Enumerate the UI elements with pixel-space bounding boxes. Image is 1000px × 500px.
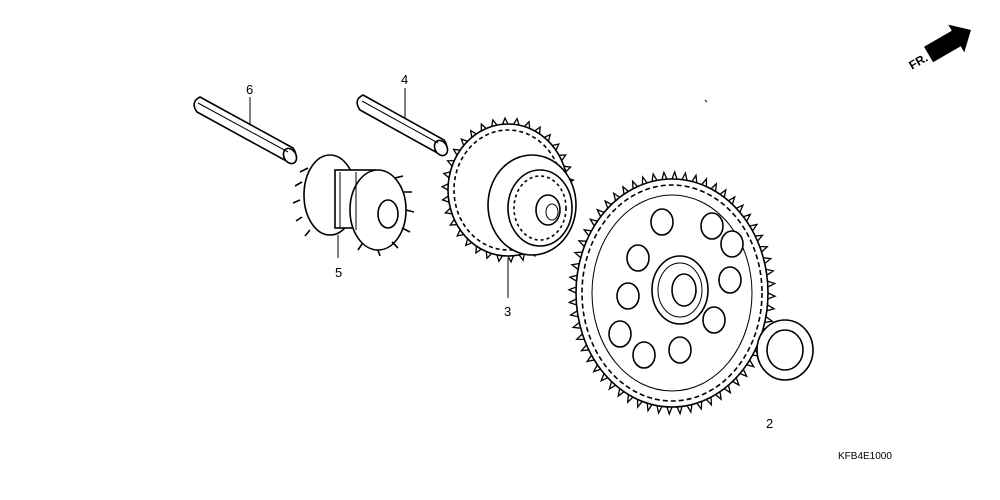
callout-part-3: 3: [504, 304, 511, 319]
front-label: FR.: [906, 51, 930, 73]
callout-part-6: 6: [246, 82, 253, 97]
part-6-pin: [193, 96, 298, 165]
callout-part-2: 2: [766, 416, 773, 431]
part-2-washer: [756, 319, 814, 381]
part-5-double-gear: [292, 154, 415, 257]
front-arrow-icon: FR.: [906, 24, 971, 73]
large-driven-gear: [575, 178, 769, 408]
callout-part-4: 4: [401, 72, 408, 87]
part-4-pin: [356, 94, 449, 157]
figure-code: KFB4E1000: [838, 451, 892, 462]
leader-lines: [249, 88, 708, 298]
part-3-gear: [447, 123, 577, 257]
callout-part-5: 5: [335, 265, 342, 280]
large-gear-teeth: [567, 170, 777, 416]
